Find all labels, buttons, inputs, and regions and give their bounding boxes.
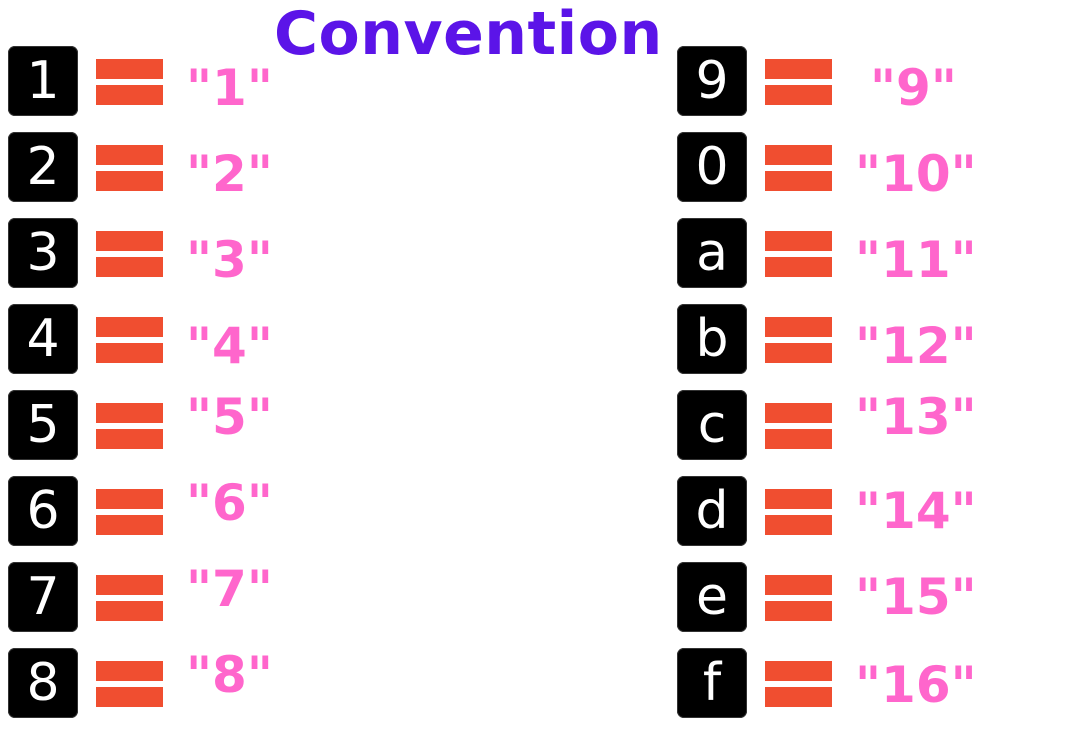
equals-icon [765,661,832,707]
key-cap: 7 [8,562,78,632]
mapping-row: 1 "1" [8,46,338,132]
mapped-value: "5" [186,388,273,446]
mapping-row: 6 "6" [8,474,338,562]
mapping-row: 2 "2" [8,132,338,218]
key-cap: 1 [8,46,78,116]
mapped-value: "2" [186,145,273,203]
key-cap: 6 [8,476,78,546]
mapped-value: "16" [855,656,977,714]
mapped-value: "15" [855,568,977,626]
key-cap: 9 [677,46,747,116]
mapped-value: "9" [870,59,957,117]
mapped-value: "3" [186,231,273,289]
key-cap: 5 [8,390,78,460]
key-cap: e [677,562,747,632]
equals-icon [765,403,832,449]
mapping-row: 5 "5" [8,388,338,476]
mapping-row: 4 "4" [8,304,338,390]
mapping-row: b "12" [677,304,1007,390]
mapped-value: "4" [186,317,273,375]
equals-icon [96,403,163,449]
mapping-row: 7 "7" [8,560,338,648]
left-mapping-column: 1 "1" 2 "2" 3 "3" 4 "4" 5 "5" 6 "6" 7 "7… [8,46,338,734]
equals-icon [765,145,832,191]
equals-icon [96,59,163,105]
mapping-row: c "13" [677,388,1007,476]
equals-icon [765,489,832,535]
mapped-value: "6" [186,474,273,532]
equals-icon [96,661,163,707]
mapped-value: "10" [855,145,977,203]
mapping-row: 0 "10" [677,132,1007,218]
equals-icon [96,317,163,363]
mapping-row: 9 "9" [677,46,1007,132]
key-cap: 8 [8,648,78,718]
mapped-value: "1" [186,59,273,117]
key-cap: f [677,648,747,718]
right-mapping-column: 9 "9" 0 "10" a "11" b "12" c "13" d "14"… [677,46,1007,734]
mapped-value: "8" [186,646,273,704]
key-cap: 4 [8,304,78,374]
mapped-value: "14" [855,482,977,540]
equals-icon [96,145,163,191]
mapping-row: 8 "8" [8,646,338,734]
mapping-row: f "16" [677,648,1007,734]
equals-icon [765,59,832,105]
mapped-value: "12" [855,317,977,375]
equals-icon [765,317,832,363]
key-cap: c [677,390,747,460]
key-cap: d [677,476,747,546]
equals-icon [765,231,832,277]
mapped-value: "7" [186,560,273,618]
mapped-value: "11" [855,231,977,289]
mapping-row: 3 "3" [8,218,338,304]
equals-icon [96,231,163,277]
key-cap: 2 [8,132,78,202]
equals-icon [96,489,163,535]
key-cap: 0 [677,132,747,202]
key-cap: 3 [8,218,78,288]
page-title: Convention [274,0,663,69]
equals-icon [96,575,163,621]
equals-icon [765,575,832,621]
mapped-value: "13" [855,388,977,446]
key-cap: b [677,304,747,374]
mapping-row: d "14" [677,476,1007,562]
mapping-row: a "11" [677,218,1007,304]
key-cap: a [677,218,747,288]
mapping-row: e "15" [677,562,1007,648]
